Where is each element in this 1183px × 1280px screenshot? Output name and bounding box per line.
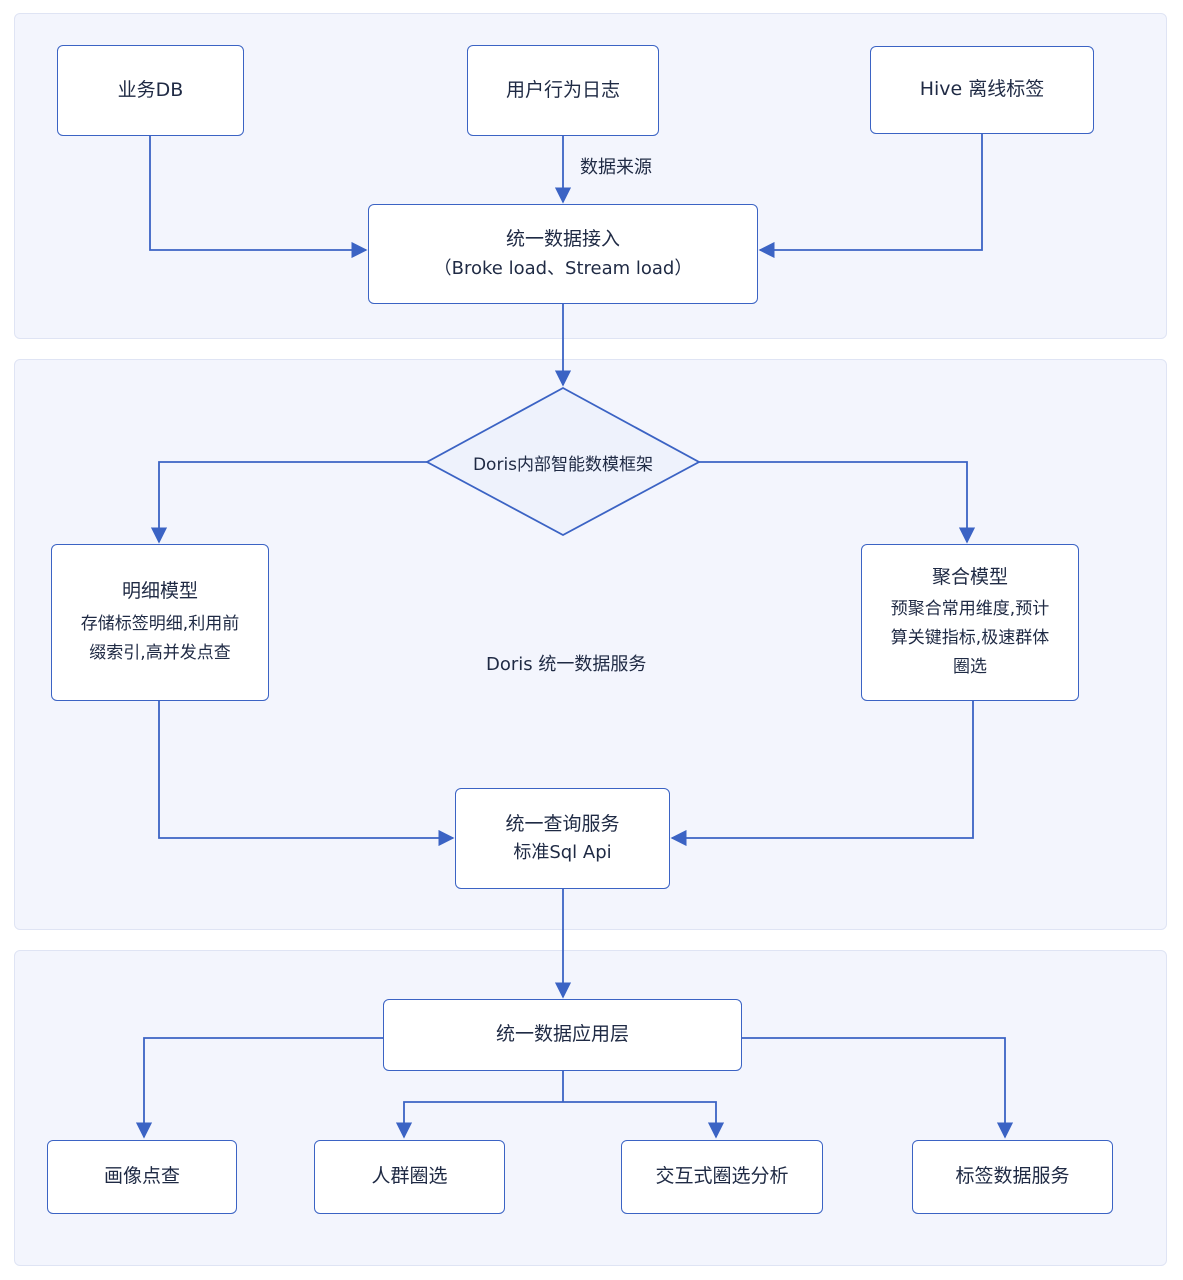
node-aggregate-model-desc-2: 算关键指标,极速群体 <box>890 627 1050 648</box>
node-unified-application-layer-title: 统一数据应用层 <box>495 1023 629 1046</box>
doris-service-label: Doris 统一数据服务 <box>486 654 647 675</box>
node-app-interactive-analysis-label: 交互式圈选分析 <box>655 1165 789 1188</box>
node-detail-model-desc-2: 缀索引,高并发点查 <box>89 643 231 664</box>
node-unified-query-service: 统一查询服务 标准Sql Api <box>455 788 670 889</box>
node-app-interactive-analysis: 交互式圈选分析 <box>621 1140 823 1214</box>
node-unified-ingestion-subtitle: （Broke load、Stream load） <box>433 257 693 279</box>
edge-label-data-source: 数据来源 <box>580 157 652 178</box>
node-user-behavior-log: 用户行为日志 <box>467 45 659 136</box>
node-unified-query-service-title: 统一查询服务 <box>505 812 620 835</box>
node-unified-ingestion-title: 统一数据接入 <box>505 228 620 251</box>
framework-diamond-label: Doris内部智能数模框架 <box>472 455 654 475</box>
node-unified-ingestion: 统一数据接入 （Broke load、Stream load） <box>368 204 758 304</box>
node-detail-model-desc-1: 存储标签明细,利用前 <box>80 614 240 635</box>
panel-application <box>14 950 1167 1266</box>
node-business-db-label: 业务DB <box>117 78 184 101</box>
node-app-crowd-selection-label: 人群圈选 <box>371 1165 448 1188</box>
node-business-db: 业务DB <box>57 45 244 136</box>
node-aggregate-model-desc-3: 圈选 <box>953 656 987 677</box>
node-user-behavior-log-label: 用户行为日志 <box>505 78 620 101</box>
node-app-profile-lookup-label: 画像点查 <box>103 1165 180 1188</box>
node-aggregate-model-desc-1: 预聚合常用维度,预计 <box>890 598 1050 619</box>
node-detail-model-title: 明细模型 <box>121 579 198 602</box>
node-app-tag-data-service: 标签数据服务 <box>912 1140 1113 1214</box>
node-detail-model: 明细模型 存储标签明细,利用前 缀索引,高并发点查 <box>51 544 269 701</box>
node-hive-offline-tags-label: Hive 离线标签 <box>919 78 1045 101</box>
node-hive-offline-tags: Hive 离线标签 <box>870 46 1094 134</box>
node-unified-query-service-subtitle: 标准Sql Api <box>513 842 612 864</box>
node-aggregate-model: 聚合模型 预聚合常用维度,预计 算关键指标,极速群体 圈选 <box>861 544 1079 701</box>
node-app-tag-data-service-label: 标签数据服务 <box>955 1165 1070 1188</box>
node-unified-application-layer: 统一数据应用层 <box>383 999 742 1071</box>
node-aggregate-model-title: 聚合模型 <box>931 566 1008 589</box>
node-app-crowd-selection: 人群圈选 <box>314 1140 505 1214</box>
node-app-profile-lookup: 画像点查 <box>47 1140 237 1214</box>
